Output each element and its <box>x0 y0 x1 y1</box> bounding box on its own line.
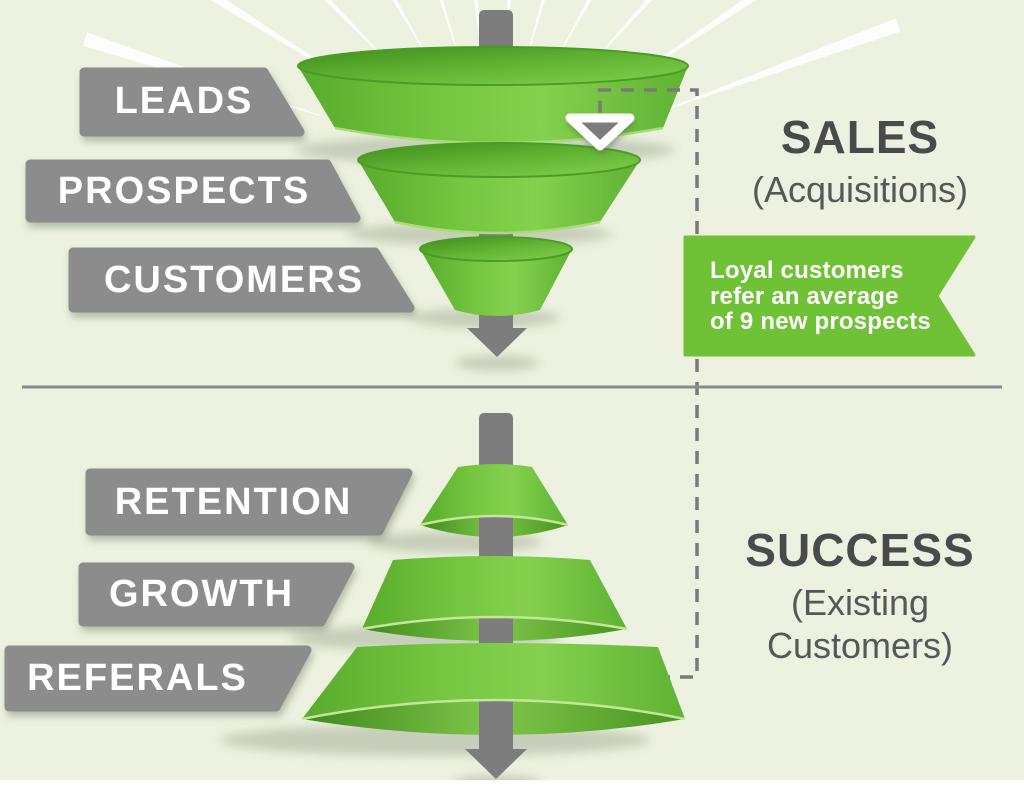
top-funnel-ring1-bowl <box>297 46 689 86</box>
label-plates <box>4 67 415 712</box>
label-customers: CUSTOMERS <box>103 258 365 301</box>
bottom-funnel-ring2-lip <box>361 615 628 631</box>
label-prospects: PROSPECTS <box>57 169 311 212</box>
top-arrow-head <box>467 328 527 357</box>
top-funnel-ring2-bowl <box>357 142 641 178</box>
referals-plate <box>4 645 312 712</box>
success-subheading: (Existing Customers) <box>695 581 1024 667</box>
bottom-funnel-ring3-lip <box>301 698 686 721</box>
label-leads: LEADS <box>114 80 254 122</box>
ribbon-line-3: of 9 new prospects <box>710 308 931 335</box>
success-subheading-line1: (Existing <box>790 582 930 623</box>
leads-plate <box>79 67 305 137</box>
ribbon-text: Loyal customers refer an average of 9 ne… <box>710 258 960 335</box>
dashed-connector-line <box>598 88 699 679</box>
bottom-edge-strip <box>0 780 1024 786</box>
bottom-funnel-ring1-face <box>420 464 568 525</box>
label-growth: GROWTH <box>108 573 295 615</box>
label-referals: REFERALS <box>27 657 248 699</box>
bottom-funnel-rings <box>301 464 686 721</box>
bottom-funnel-ring1-lip <box>419 514 569 527</box>
retention-plate <box>85 468 413 536</box>
ribbon-line-1: Loyal customers <box>710 257 904 284</box>
ribbon-banner <box>683 235 976 357</box>
funnel-drop-marker-icon <box>565 113 635 151</box>
sales-heading: SALES <box>780 111 940 163</box>
label-retention: RETENTION <box>114 480 353 523</box>
bottom-arrow-head <box>465 749 527 779</box>
top-funnel-ring3-bowl <box>419 236 573 262</box>
customers-plate <box>68 247 415 313</box>
top-funnel-ring2-body <box>358 160 640 233</box>
success-heading: SUCCESS <box>745 524 975 576</box>
bottom-funnel-ring2-face <box>362 556 627 629</box>
top-funnel-ring3-body <box>420 249 572 316</box>
sales-subheading: (Acquisitions) <box>751 169 969 210</box>
success-subheading-line2: Customers) <box>766 625 954 666</box>
top-funnel-ring2-lip <box>394 220 601 235</box>
growth-plate <box>78 562 355 627</box>
prospects-plate <box>25 159 361 223</box>
bottom-funnel-ring3-face <box>302 643 685 719</box>
ribbon-line-2: refer an average <box>710 282 899 310</box>
